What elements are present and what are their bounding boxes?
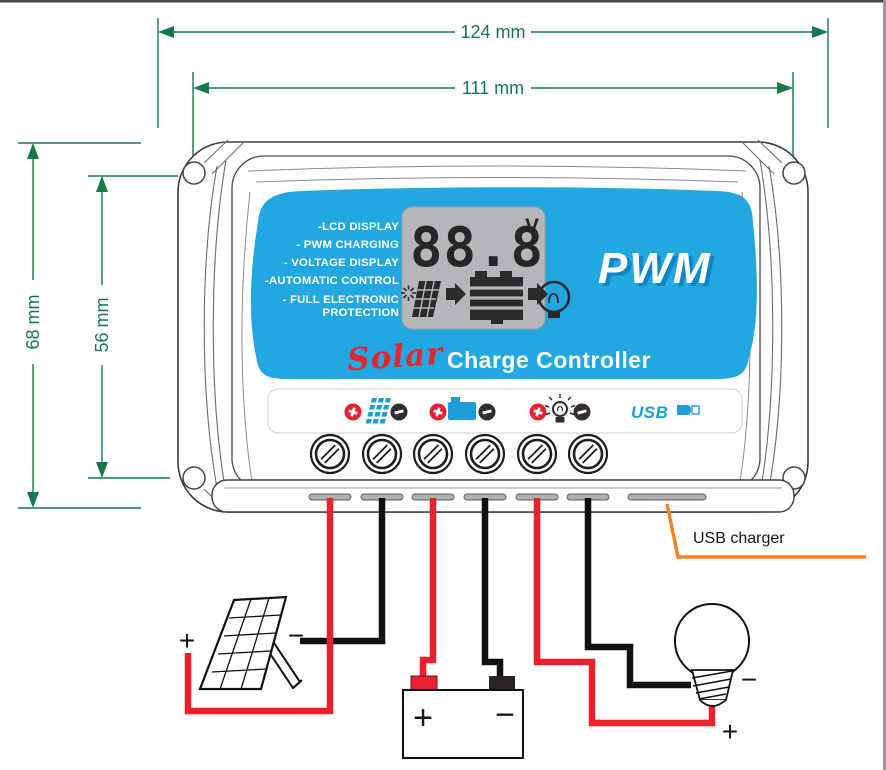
panel-frame [198, 595, 288, 691]
wire-slots [308, 493, 707, 501]
battery-terminal-icons [429, 397, 496, 421]
terminal-icon-row: USB [344, 394, 700, 424]
right-border [883, 0, 886, 770]
battery-positive-post [410, 675, 438, 692]
ext-56 [88, 175, 178, 479]
bulb-base-threads [691, 670, 733, 700]
dimension-label-111mm: 111 mm [462, 78, 524, 98]
battery-minus-sign: − [495, 696, 515, 734]
mounting-hole-top-right [782, 161, 806, 185]
battery-plus-wire [419, 498, 437, 680]
terminal-screw-pv-minus [361, 433, 403, 475]
usb-logo: USB [631, 403, 700, 422]
usb-plug-tip-icon [691, 405, 700, 415]
pv-plus-sign: + [179, 625, 195, 656]
lcd-unit: V [525, 215, 539, 238]
battery-negative-post [489, 676, 515, 691]
feature-list: -LCD DISPLAY - PWM CHARGING - VOLTAGE DI… [265, 221, 399, 319]
mounting-hole-bottom-left [182, 466, 206, 490]
pv-minus-sign: − [288, 620, 304, 651]
ext-68 [18, 142, 141, 509]
battery-small-icon [448, 397, 476, 420]
battery-minus-wire [481, 498, 504, 680]
ext-124 [157, 18, 829, 128]
bulb-base-tip [699, 699, 727, 707]
pv-terminal-icons [344, 398, 408, 424]
pv-panel-icon [365, 398, 391, 424]
arrow-right-icon [446, 283, 466, 305]
battery-plus-sign: + [413, 699, 433, 737]
pv-minus-wire [300, 498, 386, 645]
usb-port-slot [627, 493, 707, 501]
pwm-logo: PWM PWM [598, 244, 716, 296]
load-plus-wire [533, 498, 716, 727]
feature-line: -AUTOMATIC CONTROL [265, 275, 399, 287]
black-wires [300, 498, 691, 689]
dimension-lines [18, 18, 829, 509]
usb-logo-text: USB [631, 403, 668, 422]
red-wires [184, 498, 716, 727]
dimension-arrowheads [27, 26, 828, 508]
terminal-screw-bat-plus [412, 433, 454, 475]
sun-icon [401, 285, 416, 301]
pv-plus-wire [184, 498, 334, 715]
bottom-lip [211, 479, 795, 513]
brand-charge-controller: Charge Controller [447, 347, 651, 373]
brand-solar: Solar [346, 336, 446, 379]
solar-panel-symbol: + − [179, 595, 304, 691]
load-minus-wire [584, 498, 691, 689]
ext-111 [192, 72, 794, 164]
terminal-screw-load-plus [516, 433, 558, 475]
battery-case [402, 689, 524, 759]
feature-line: PROTECTION [322, 307, 399, 319]
feature-line: -LCD DISPLAY [318, 221, 399, 233]
panel-grid [211, 597, 282, 690]
bulb-icon [537, 280, 571, 318]
dimension-label-68mm: 68 mm [23, 294, 43, 349]
usb-plug-icon [677, 405, 691, 415]
lcd-value: 88.8 [410, 216, 544, 279]
mounting-hole-top-left [182, 161, 206, 185]
solar-panel-icon [412, 280, 441, 318]
dimension-label-56mm: 56 mm [92, 297, 112, 352]
feature-line: - FULL ELECTRONIC [283, 294, 399, 306]
usb-charger-label: USB charger [693, 530, 785, 547]
load-terminal-icons [529, 394, 591, 423]
terminal-screw-load-minus [567, 433, 609, 475]
terminal-screws [309, 433, 609, 475]
controller-body: -LCD DISPLAY - PWM CHARGING - VOLTAGE DI… [177, 139, 809, 513]
pwm-logo-text: PWM [598, 244, 712, 293]
load-plus-sign: + [722, 716, 738, 747]
dimension-label-124mm: 124 mm [460, 22, 525, 42]
icon-row-panel [267, 388, 743, 434]
lamp-small-icon [544, 394, 576, 423]
top-border [0, 0, 886, 3]
battery-symbol: + − [402, 675, 524, 759]
terminal-screw-bat-minus [464, 433, 506, 475]
bulb-globe [674, 603, 750, 679]
battery-icon [470, 271, 523, 324]
lcd-display: 88.8 V [401, 206, 571, 330]
terminal-screw-pv-plus [309, 433, 351, 475]
usb-charger-leader-line [665, 503, 866, 559]
feature-line: - PWM CHARGING [296, 239, 399, 251]
bulb-symbol: − + [674, 603, 757, 747]
pwm-logo-shadow: PWM [602, 247, 716, 296]
feature-line: - VOLTAGE DISPLAY [284, 257, 399, 269]
load-minus-sign: − [741, 664, 757, 695]
